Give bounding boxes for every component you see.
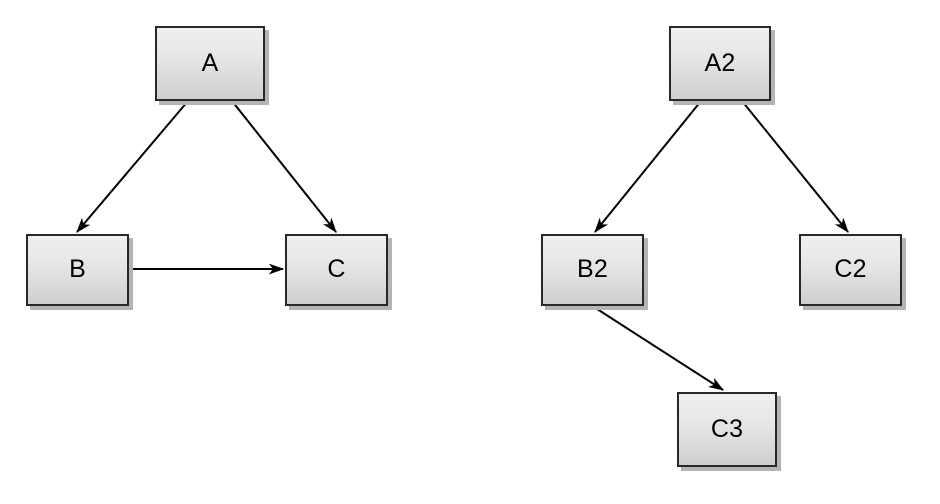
edge-line (231, 100, 337, 233)
node-label: A (201, 48, 219, 77)
node-b2[interactable]: B2 (541, 234, 644, 306)
node-label: C3 (710, 414, 744, 443)
node-label: C2 (834, 255, 867, 283)
edge-line (741, 100, 849, 233)
node-b[interactable]: B (26, 234, 129, 306)
node-a2[interactable]: A2 (669, 26, 771, 101)
node-label: B2 (577, 255, 608, 283)
edge-a-c (231, 100, 337, 233)
edge-line (593, 306, 724, 391)
edge-line (594, 100, 702, 233)
edge-arrowhead (834, 217, 849, 233)
node-c3[interactable]: C3 (677, 392, 777, 467)
edge-a2-c2 (741, 100, 849, 233)
edge-b-c (131, 263, 285, 275)
edge-a-b (76, 100, 189, 233)
edge-arrowhead (268, 263, 285, 275)
node-c2[interactable]: C2 (799, 234, 902, 306)
edge-line (76, 100, 189, 233)
edge-arrowhead (76, 217, 91, 233)
edge-arrowhead (594, 217, 609, 233)
node-label: A2 (704, 48, 736, 77)
node-a[interactable]: A (155, 26, 265, 101)
edge-arrowhead (708, 377, 725, 391)
edge-a2-b2 (594, 100, 702, 233)
edge-arrowhead (322, 217, 337, 233)
edge-b2-c3 (593, 306, 725, 391)
node-label: B (69, 255, 86, 283)
node-label: C (327, 255, 346, 283)
node-c[interactable]: C (285, 234, 388, 306)
